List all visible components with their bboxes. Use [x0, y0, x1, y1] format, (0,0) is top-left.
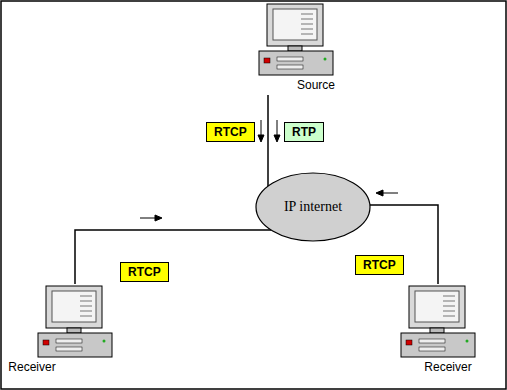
screen-line	[301, 19, 313, 20]
network-link	[75, 230, 271, 284]
drive-slot	[419, 347, 445, 351]
screen-line	[443, 301, 455, 302]
system-unit	[259, 51, 333, 75]
host-label: Source	[275, 78, 357, 93]
drive-slot	[419, 339, 445, 343]
screen-line	[301, 29, 313, 30]
screen-line	[443, 311, 455, 312]
screen-line	[80, 306, 92, 307]
drive-slot	[56, 339, 82, 343]
status-led	[103, 340, 106, 343]
monitor	[46, 286, 102, 328]
computer-icon	[34, 284, 116, 360]
screen	[415, 291, 459, 322]
screen-line	[80, 316, 92, 317]
computer-icon	[397, 284, 479, 360]
protocol-tag: RTCP	[206, 122, 255, 142]
host-label: Receiver	[407, 360, 489, 375]
screen-line	[80, 301, 92, 302]
network-cloud: IP internet	[255, 172, 371, 242]
drive-slot	[277, 65, 303, 69]
monitor-stand	[67, 328, 81, 333]
computer-node: Source	[255, 2, 337, 93]
power-led	[43, 340, 49, 345]
network-link	[267, 95, 269, 186]
status-led	[466, 340, 469, 343]
arrow-head	[376, 190, 383, 196]
screen	[273, 9, 317, 40]
computer-node: Receiver	[34, 284, 116, 375]
screen-line	[301, 34, 313, 35]
system-unit	[401, 333, 475, 357]
arrow-shaft	[261, 120, 262, 136]
arrow-shaft	[277, 120, 278, 136]
screen-line	[80, 311, 92, 312]
host-label: Receiver	[0, 360, 73, 375]
power-led	[264, 58, 270, 63]
computer-icon	[255, 2, 337, 78]
drive-slot	[56, 347, 82, 351]
computer-node: Receiver	[397, 284, 479, 375]
protocol-tag: RTCP	[355, 255, 404, 275]
screen-line	[443, 316, 455, 317]
protocol-name: RTCP	[363, 258, 396, 272]
arrow-shaft	[140, 218, 156, 219]
screen-line	[443, 296, 455, 297]
screen-line	[80, 296, 92, 297]
status-led	[324, 58, 327, 61]
drive-slot	[277, 57, 303, 61]
monitor-stand	[430, 328, 444, 333]
protocol-name: RTCP	[128, 265, 161, 279]
arrow-shaft	[382, 193, 398, 194]
screen-line	[443, 306, 455, 307]
monitor-stand	[288, 46, 302, 51]
screen-line	[301, 24, 313, 25]
arrow-head	[155, 215, 162, 221]
cloud-shape	[256, 173, 370, 241]
network-name: IP internet	[284, 199, 342, 215]
screen-line	[301, 14, 313, 15]
protocol-tag: RTCP	[120, 262, 169, 282]
monitor	[409, 286, 465, 328]
screen	[52, 291, 96, 322]
arrow-head	[274, 135, 280, 142]
protocol-name: RTCP	[214, 125, 247, 139]
power-led	[406, 340, 412, 345]
monitor	[267, 4, 323, 46]
protocol-tag: RTP	[284, 122, 324, 142]
arrow-head	[258, 135, 264, 142]
system-unit	[38, 333, 112, 357]
protocol-name: RTP	[292, 125, 316, 139]
